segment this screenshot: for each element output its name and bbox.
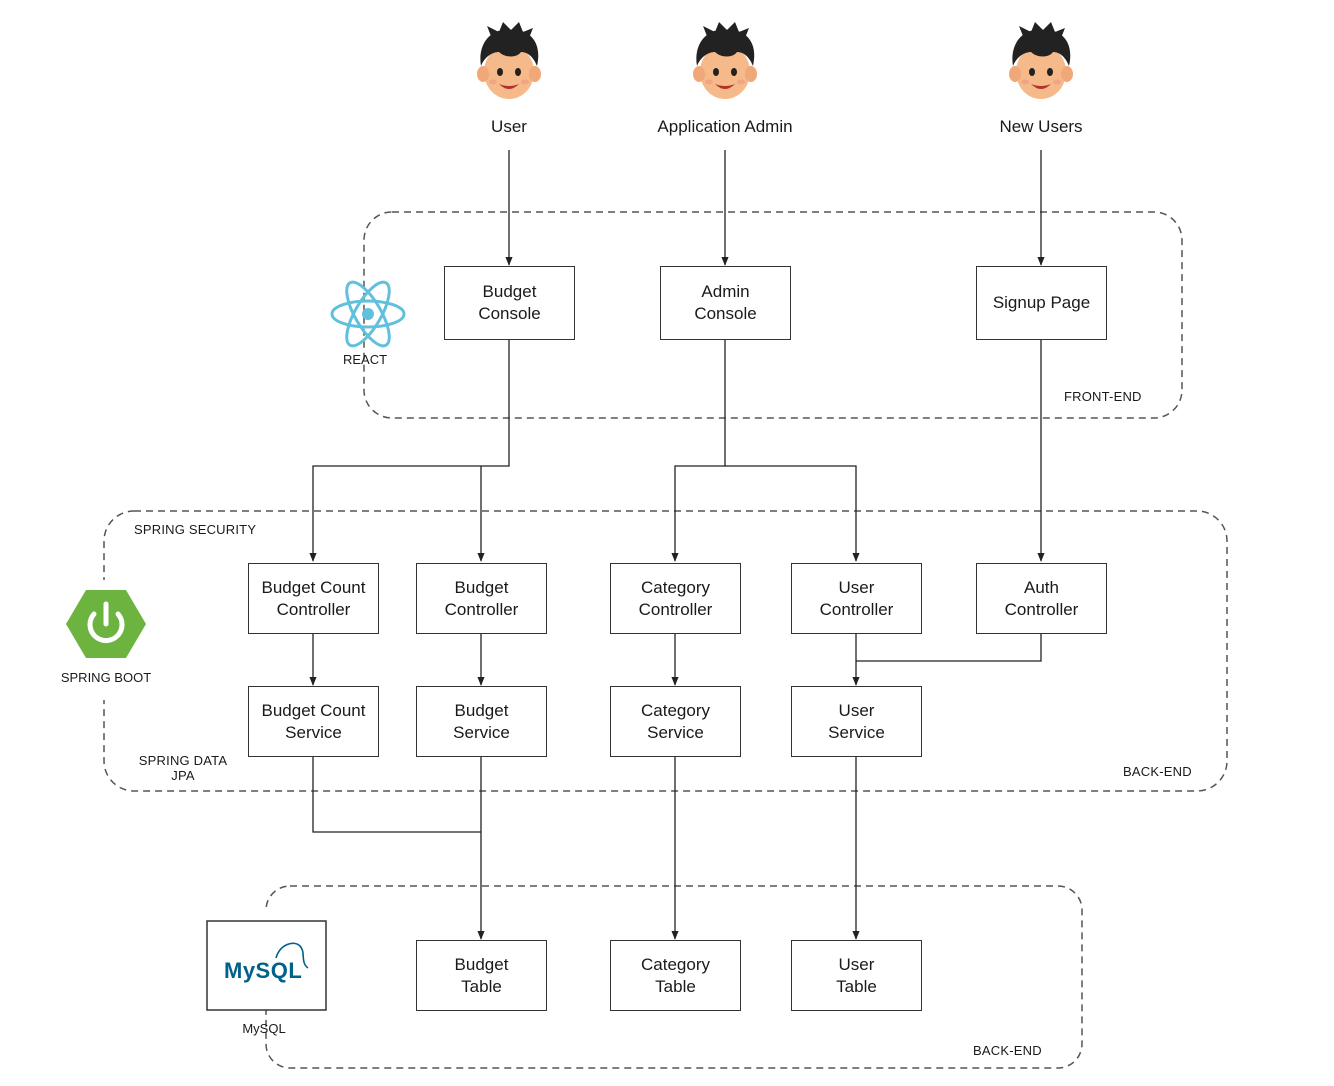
new-users-avatar-icon [1009,22,1073,99]
mysql-logo-icon [206,920,327,1011]
admin-avatar-icon [693,22,757,99]
frontend-group-label: FRONT-END [1064,389,1142,404]
actor-label-user: User [491,117,527,136]
signup-page-node: Signup Page [976,266,1107,340]
spring-boot-caption: SPRING BOOT [60,670,152,685]
edge-budget-console-budget-count-controller [309,340,510,562]
spring-security-label: SPRING SECURITY [134,522,257,537]
category-controller-node: Category Controller [610,563,741,634]
user-avatar-icon [477,22,541,99]
react-caption: REACT [342,352,388,367]
actor-label-application-admin: Application Admin [657,117,793,136]
category-service-node: Category Service [610,686,741,757]
frontend-group [363,211,1183,419]
category-table-node: Category Table [610,940,741,1011]
edge-bcs-budget-table [312,757,481,833]
budget-table-node: Budget Table [416,940,547,1011]
budget-count-controller-node: Budget Count Controller [248,563,379,634]
user-service-node: User Service [791,686,922,757]
actor-label-new-users: New Users [999,117,1083,136]
admin-console-node: Admin Console [660,266,791,340]
spring-data-jpa-label: SPRING DATA JPA [138,753,228,783]
spring-boot-logo-icon [66,590,146,658]
budget-console-node: Budget Console [444,266,575,340]
backend-group-label: BACK-END [1123,764,1192,779]
edge-admin-console-user-controller [725,465,860,562]
edge-auth-user-service [856,634,1042,662]
budget-controller-node: Budget Controller [416,563,547,634]
edge-admin-console-category-controller [671,340,726,562]
auth-controller-node: Auth Controller [976,563,1107,634]
user-controller-node: User Controller [791,563,922,634]
connectors [309,150,1045,940]
react-logo-icon [330,280,406,348]
user-table-node: User Table [791,940,922,1011]
mysql-caption: MySQL [242,1021,286,1036]
database-group-label: BACK-END [973,1043,1042,1058]
budget-count-service-node: Budget Count Service [248,686,379,757]
mysql-wordmark: MySQL [224,958,303,983]
budget-service-node: Budget Service [416,686,547,757]
